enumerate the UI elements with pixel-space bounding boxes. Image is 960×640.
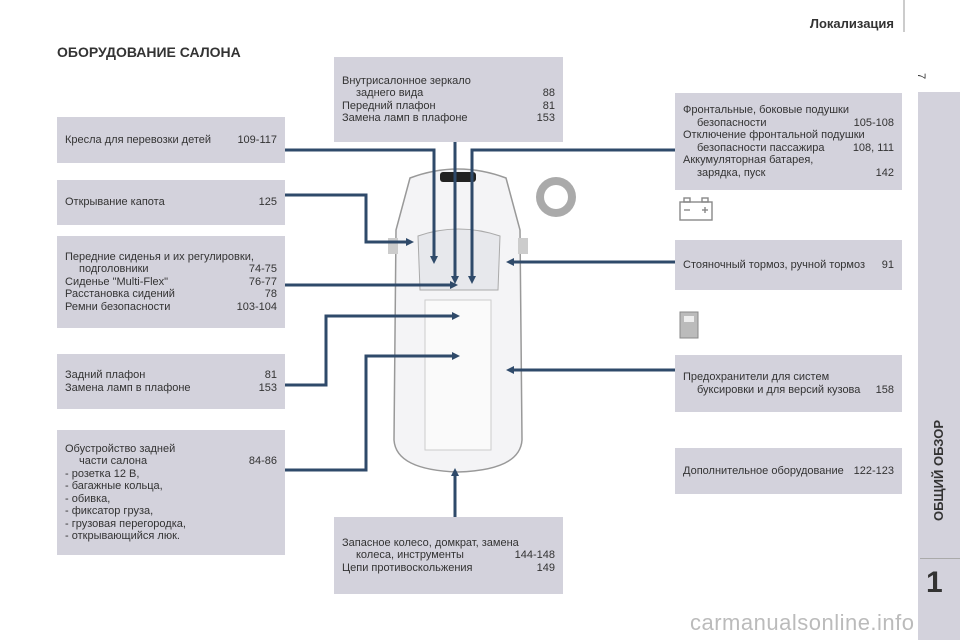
battery-icon	[679, 197, 713, 221]
spare-wheel-box: Запасное колесо, домкрат, замена колеса,…	[334, 517, 563, 594]
airbag-warning-icon	[536, 177, 576, 217]
header-divider	[903, 0, 905, 32]
fuse-box-icon	[679, 311, 699, 339]
watermark: carmanualsonline.info	[690, 610, 915, 635]
pointer-lines	[285, 142, 675, 517]
fuses-box: Предохранители для систем буксировки и д…	[675, 355, 902, 412]
page-title: ОБОРУДОВАНИЕ САЛОНА	[57, 44, 241, 60]
van-illustration	[388, 168, 528, 473]
chapter-number: 1	[926, 566, 943, 599]
chapter-tab	[918, 92, 960, 640]
front-seats-box: Передние сиденья и их регулировки, подго…	[57, 236, 285, 328]
section-header: Локализация	[809, 16, 894, 31]
divider	[920, 558, 960, 559]
airbags-box: Фронтальные, боковые подушки безопасност…	[675, 93, 902, 190]
